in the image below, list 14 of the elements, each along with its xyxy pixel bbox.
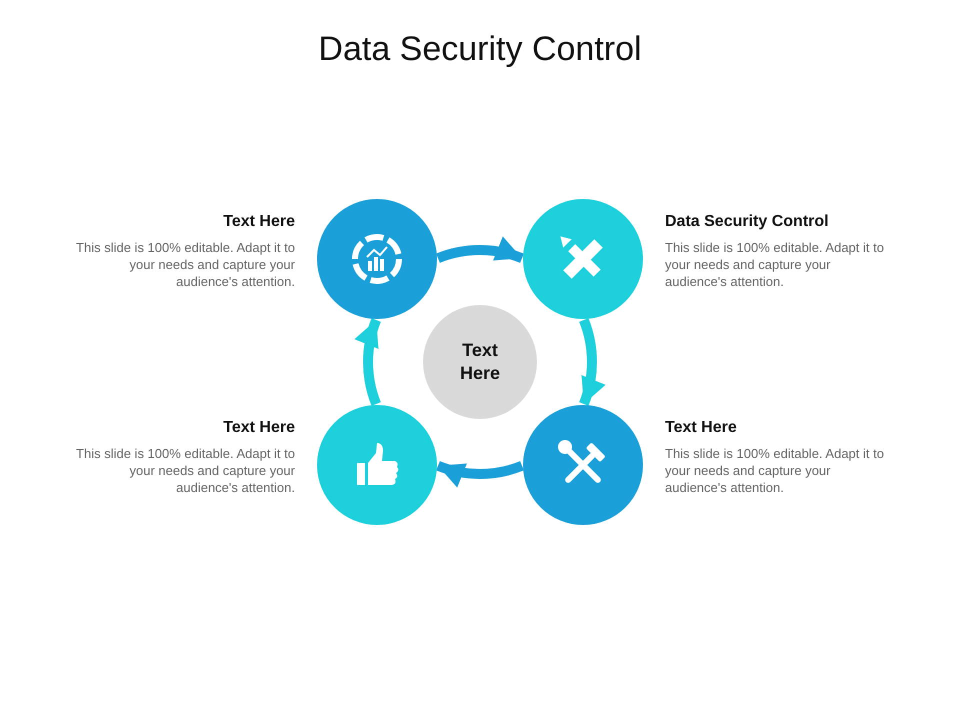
curved-arrow: [579, 318, 604, 406]
heading: Text Here: [222, 213, 295, 231]
description: This slide is 100% editable. Adapt it to your needs and capture your audience's attention.: [665, 445, 885, 496]
description: This slide is 100% editable. Adapt it to your needs and capture your audience's attention.: [75, 445, 295, 496]
curved-arrow: [356, 318, 381, 406]
description: This slide is 100% editable. Adapt it to your needs and capture your audience's attention.: [75, 239, 295, 290]
heading: Text Here: [665, 419, 738, 437]
curved-arrow: [436, 238, 524, 263]
title: Data Security Control: [317, 30, 643, 69]
curved-arrow: [436, 461, 524, 486]
description: This slide is 100% editable. Adapt it to your needs and capture your audience's attention.: [665, 239, 885, 290]
center-label: Text Here: [458, 339, 502, 385]
heading: Text Here: [222, 419, 295, 437]
heading: Data Security Control: [665, 213, 830, 231]
